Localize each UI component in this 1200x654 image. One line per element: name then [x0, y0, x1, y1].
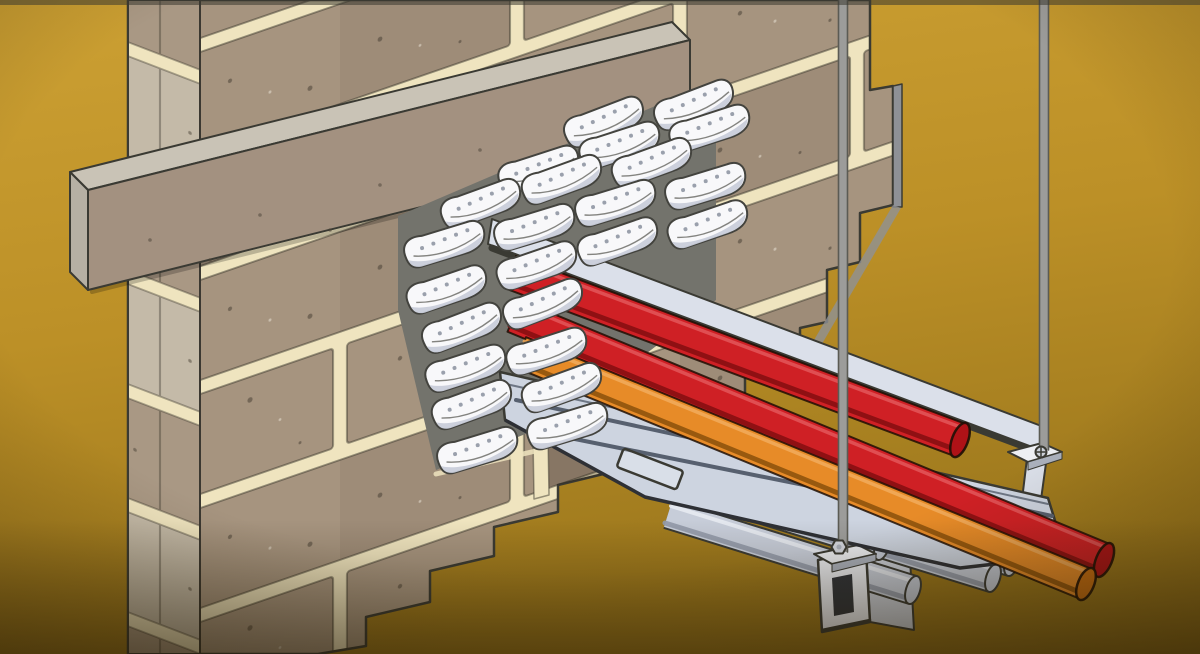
bottom-shade	[0, 520, 1200, 654]
top-edge-strip	[0, 0, 1200, 5]
